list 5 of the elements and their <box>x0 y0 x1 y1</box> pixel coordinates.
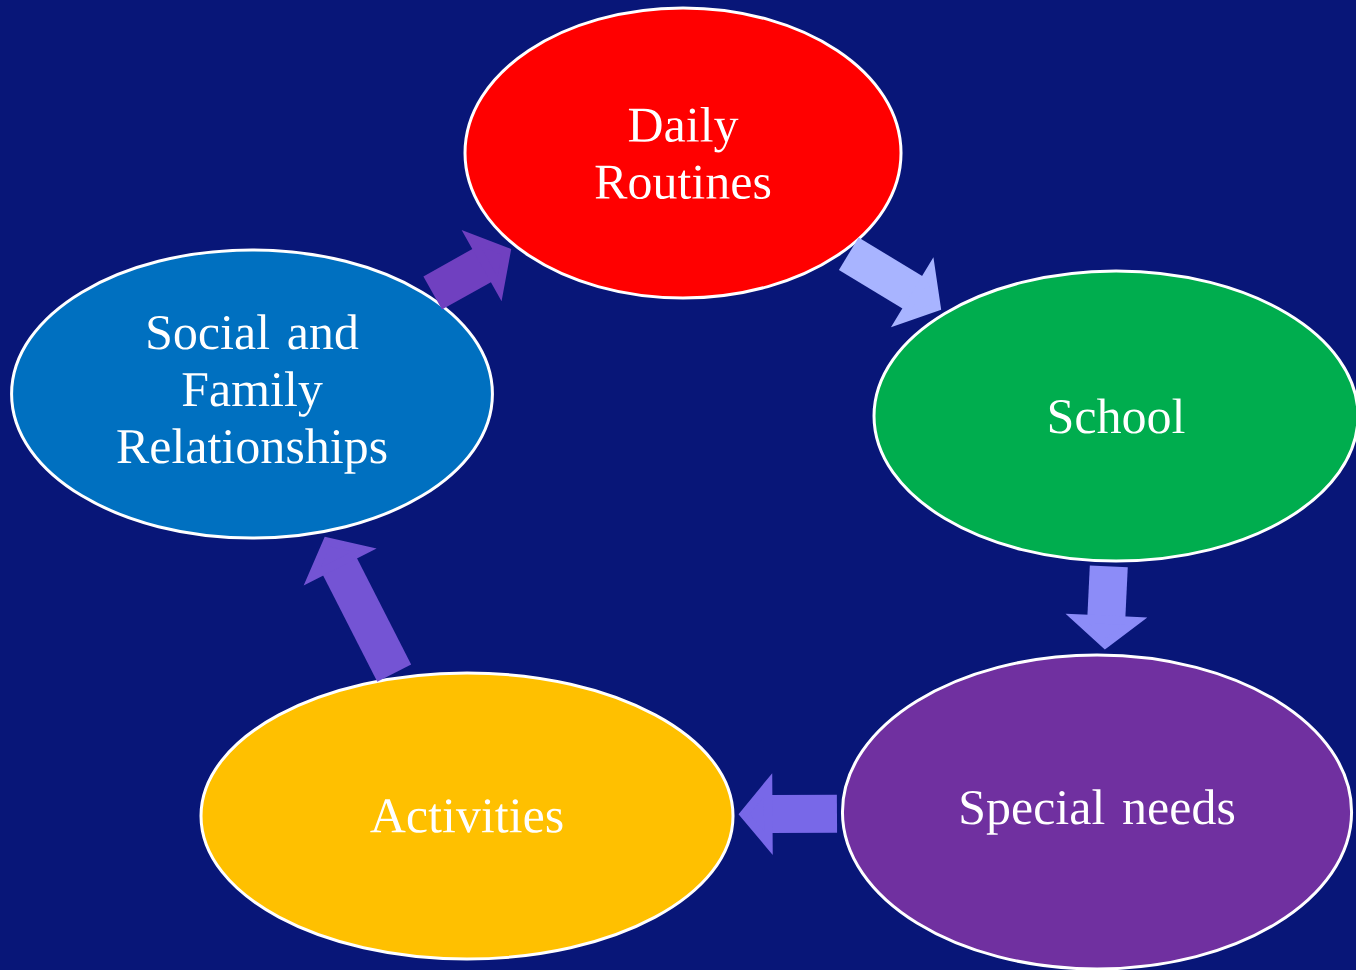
ellipse-node: School <box>872 269 1356 563</box>
ellipse-node: Social and Family Relationships <box>10 248 494 540</box>
ellipse-node: Activities <box>199 671 735 961</box>
ellipse-node: Daily Routines <box>463 6 903 300</box>
ellipse-node: Special needs <box>840 653 1354 970</box>
